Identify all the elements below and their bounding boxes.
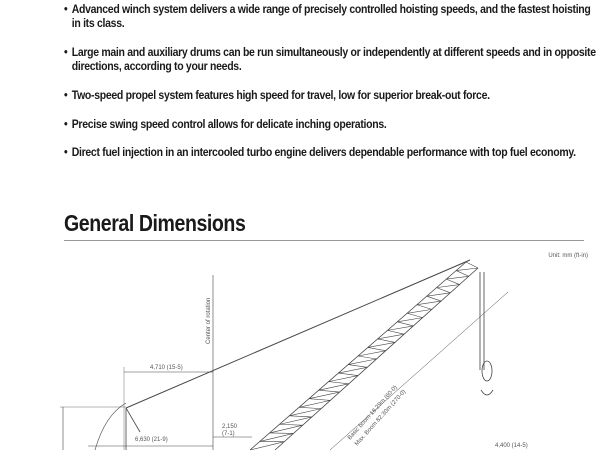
basic-boom-label: Basic boom 18.29m (60-0) [347, 385, 399, 442]
dim-2150: 2,150 [222, 424, 238, 430]
lattice-brace [338, 366, 368, 374]
lattice-brace [397, 321, 414, 327]
lattice-brace [259, 433, 294, 442]
lattice-brace [416, 304, 432, 310]
lattice-brace [289, 408, 322, 417]
unit-label: Unit: mm (ft-in) [548, 253, 588, 259]
lattice-brace [436, 287, 451, 294]
lattice-brace [289, 415, 312, 418]
feature-item: Large main and auxiliary drums can be ru… [64, 45, 600, 73]
lattice-brace [308, 398, 331, 401]
lattice-brace [308, 391, 340, 400]
feature-item: Two-speed propel system features high sp… [64, 88, 600, 103]
lattice-brace [446, 278, 460, 285]
lattice-brace [456, 270, 469, 277]
lattice-brace [387, 325, 414, 331]
dim-4710: 4,710 (15-5) [150, 365, 183, 371]
lattice-brace [456, 267, 479, 271]
lattice-brace [299, 406, 322, 409]
lattice-brace [357, 355, 377, 360]
lattice-brace [348, 364, 368, 368]
lattice-brace [426, 295, 442, 302]
lattice-brace [348, 358, 377, 365]
lattice-brace [446, 275, 469, 280]
lattice-brace [407, 309, 432, 314]
lattice-brace [416, 300, 442, 306]
hook [480, 389, 494, 396]
lattice-brace [367, 342, 396, 348]
lattice-brace [357, 350, 386, 357]
lattice-brace [328, 381, 349, 385]
lattice-brace [279, 416, 312, 425]
center-of-rotation-label: Center of rotation [206, 298, 212, 344]
lattice-brace [397, 317, 423, 323]
lattice-brace [269, 424, 303, 434]
boom-length-dim-line [329, 291, 509, 450]
lattice-brace [249, 441, 285, 450]
lattice-brace [279, 424, 303, 426]
dim-2150-imperial: (7-1) [222, 431, 235, 437]
lattice-brace [387, 330, 405, 335]
lattice-brace [377, 338, 396, 343]
lattice-brace [465, 261, 479, 269]
dim-4400: 4,400 (14-5) [495, 443, 528, 449]
feature-list: Advanced winch system delivers a wide ra… [64, 2, 596, 176]
hook-block [481, 360, 493, 382]
lattice-brace [377, 333, 405, 340]
lattice-brace [367, 347, 386, 352]
lattice-brace [328, 375, 359, 382]
max-boom-label: Max. Boom 82.30m (270-0) [354, 389, 407, 447]
lattice-brace [338, 372, 359, 376]
feature-item: Direct fuel injection in an intercooled … [64, 145, 600, 160]
lattice-brace [318, 383, 349, 391]
boom-lattice [249, 261, 479, 450]
lattice-brace [318, 389, 340, 393]
feature-item: Precise swing speed control allows for d… [64, 117, 600, 132]
section-title: General Dimensions [64, 210, 246, 236]
feature-item: Advanced winch system delivers a wide ra… [64, 2, 600, 30]
lattice-brace [269, 432, 294, 434]
dim-6630: 6,630 (21-9) [135, 437, 168, 443]
lattice-brace [436, 284, 460, 288]
lattice-brace [407, 312, 423, 318]
lattice-brace [299, 400, 331, 408]
gantry-arc [94, 402, 127, 450]
pendant-rope [125, 259, 471, 409]
lattice-brace [426, 292, 451, 297]
title-underline [64, 240, 584, 241]
